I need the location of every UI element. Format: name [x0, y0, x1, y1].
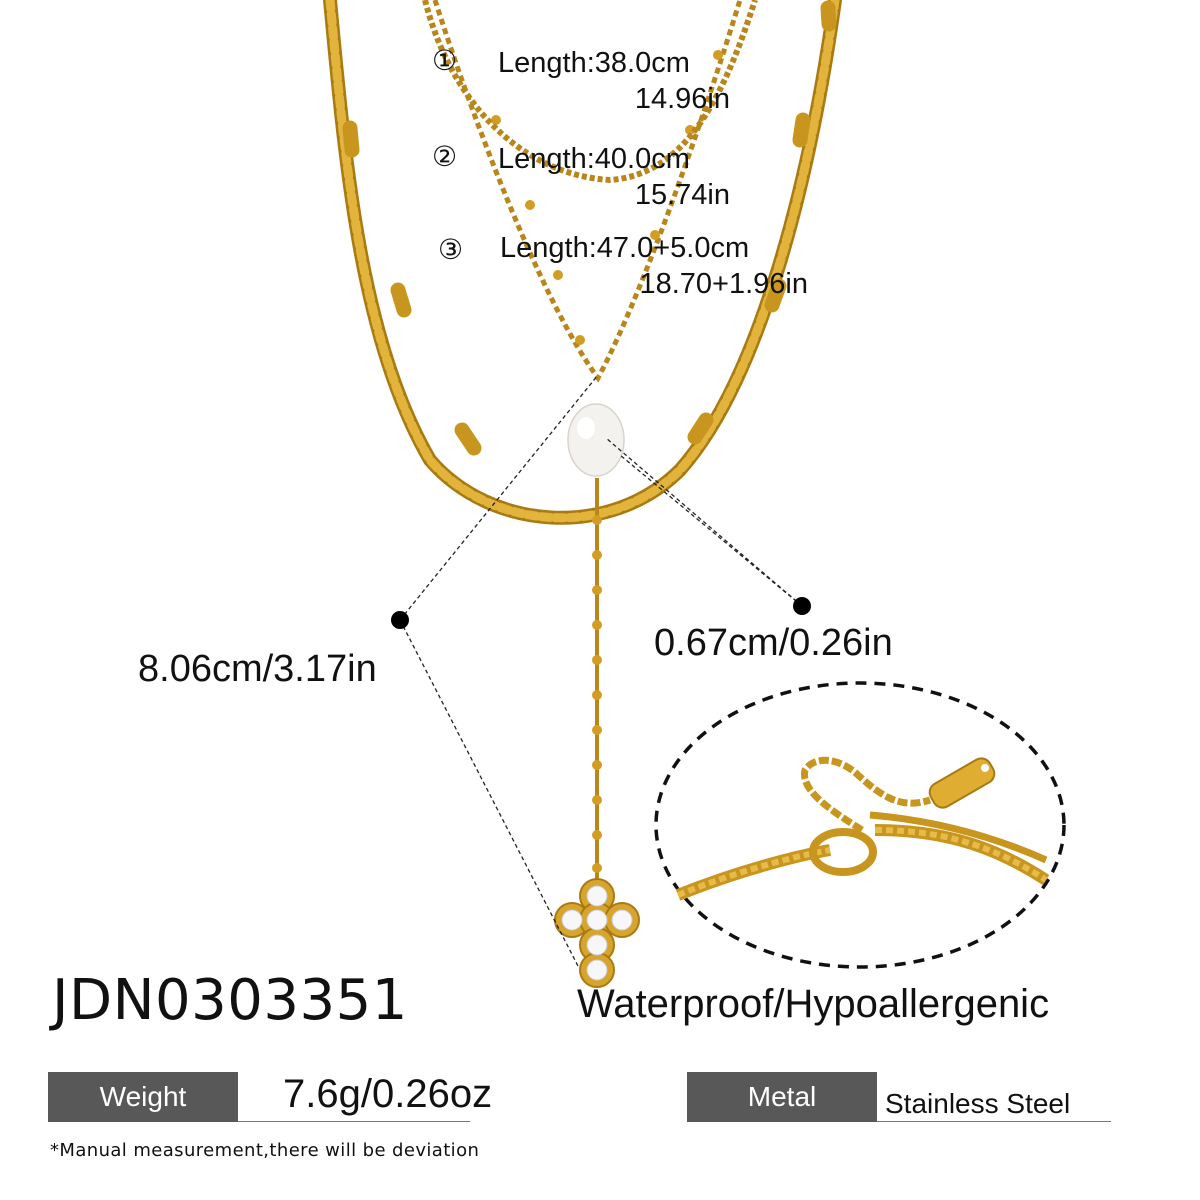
number-3-icon: ③ [438, 233, 464, 266]
weight-label-box: Weight [48, 1072, 238, 1122]
clasp-detail [654, 681, 1066, 969]
metal-underline [877, 1121, 1111, 1122]
weight-label: Weight [99, 1081, 187, 1112]
number-1-icon: ① [432, 44, 458, 77]
measure-lines [399, 374, 803, 967]
drop-chain [592, 478, 602, 880]
length-in: 15.74in [634, 179, 730, 211]
pearl [567, 403, 625, 477]
weight-value: 7.6g/0.26oz [283, 1072, 493, 1116]
outer-chain [323, 0, 842, 525]
weight-underline [238, 1121, 470, 1122]
length-spec-1: ① Length:38.0cm 14.96in [432, 44, 752, 116]
measure-dot-left [391, 611, 409, 629]
product-features: Waterproof/Hypoallergenic [577, 982, 1050, 1026]
inner-chain [422, 0, 758, 184]
pearl-size-label: 0.67cm/0.26in [654, 622, 893, 664]
middle-chain [432, 0, 743, 383]
metal-label: Metal [747, 1081, 817, 1112]
length-spec-3: ③ Length:47.0+5.0cm 18.70+1.96in [432, 229, 812, 301]
disclaimer-note: *Manual measurement,there will be deviat… [50, 1140, 480, 1161]
measure-dot-right [793, 597, 811, 615]
length-cm: Length:47.0+5.0cm [500, 232, 750, 264]
length-in: 18.70+1.96in [639, 268, 808, 300]
length-cm: Length:40.0cm [498, 143, 690, 175]
number-2-icon: ② [432, 140, 458, 173]
metal-value: Stainless Steel [885, 1088, 1071, 1119]
length-in: 14.96in [634, 83, 730, 115]
cross-pendant [554, 878, 640, 988]
drop-length-label: 8.06cm/3.17in [138, 648, 377, 690]
product-sku: JDN0303351 [52, 968, 408, 1033]
length-spec-2: ② Length:40.0cm 15.74in [432, 140, 752, 212]
metal-label-box: Metal [687, 1072, 877, 1122]
length-cm: Length:38.0cm [498, 47, 690, 79]
